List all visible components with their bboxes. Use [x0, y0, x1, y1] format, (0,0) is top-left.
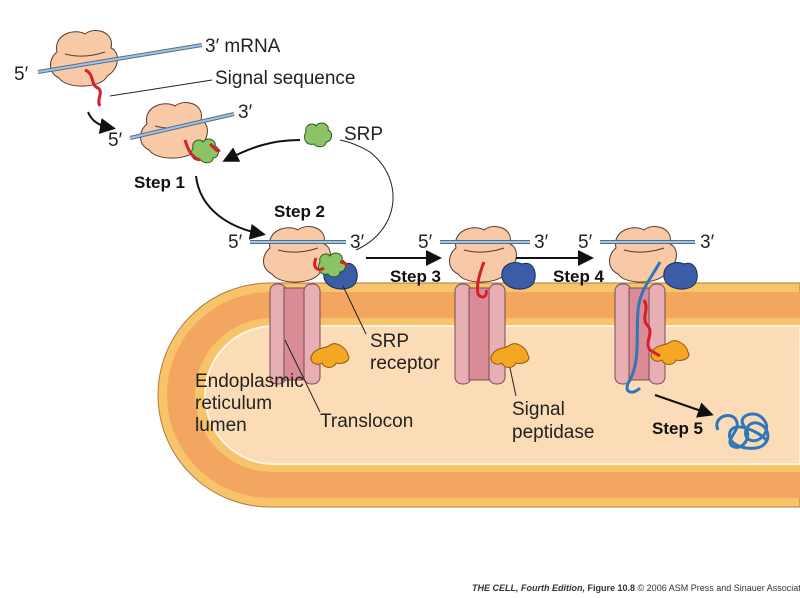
- arrow-step5: [654, 394, 714, 418]
- label-srp-receptor-2: receptor: [370, 353, 440, 374]
- label-3prime: 3′: [700, 232, 715, 253]
- label-srp-receptor-1: SRP: [370, 331, 409, 352]
- srp-recycle-loop: [339, 139, 394, 251]
- label-5prime: 5′: [418, 232, 433, 253]
- arrow-to-srp-binding: [87, 111, 116, 134]
- label-er-lumen-3: lumen: [195, 415, 247, 436]
- label-srp: SRP: [344, 124, 383, 145]
- label-signal-peptidase-1: Signal: [512, 399, 565, 420]
- signal-sequence-1: [84, 68, 102, 107]
- label-er-lumen-2: reticulum: [195, 393, 272, 414]
- ribosome-srp-bound: [129, 101, 235, 164]
- step-2-label: Step 2: [274, 202, 325, 221]
- arrow-srp-recycle: [222, 139, 301, 162]
- label-5prime: 5′: [578, 232, 593, 253]
- label-5prime: 5′: [228, 232, 243, 253]
- label-er-lumen-1: Endoplasmic: [195, 371, 304, 392]
- label-translocon: Translocon: [320, 411, 413, 432]
- label-3prime: 3′: [534, 232, 549, 253]
- step-4-label: Step 4: [553, 267, 605, 286]
- label-signal-sequence: Signal sequence: [215, 68, 356, 89]
- step4-complex: [600, 225, 698, 394]
- step2-complex: [250, 225, 358, 385]
- step-1-label: Step 1: [134, 173, 185, 192]
- label-3prime: 3′: [350, 232, 365, 253]
- label-5prime: 5′: [108, 130, 123, 151]
- label-3prime: 3′: [238, 102, 253, 123]
- arrow-to-step2: [195, 175, 266, 240]
- step-3-label: Step 3: [390, 267, 441, 286]
- free-ribosome: [37, 29, 203, 107]
- label-5prime: 5′: [14, 64, 29, 85]
- srp-free: [303, 122, 333, 148]
- label-signal-peptidase-2: peptidase: [512, 422, 594, 443]
- label-mrna: 3′ mRNA: [205, 36, 281, 57]
- folded-protein: [715, 412, 770, 450]
- step-5-label: Step 5: [652, 419, 703, 438]
- step3-complex: [440, 225, 536, 385]
- figure-caption: THE CELL, Fourth Edition, Figure 10.8 © …: [472, 583, 800, 593]
